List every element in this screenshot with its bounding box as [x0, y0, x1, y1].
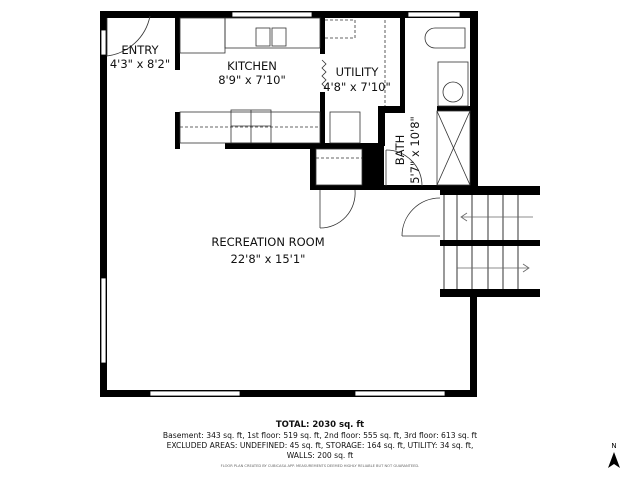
excluded-areas: EXCLUDED AREAS: UNDEFINED: 45 sq. ft, ST…: [166, 441, 474, 450]
room-name-recreation: RECREATION ROOM: [211, 235, 324, 249]
room-size-bath: 5'7" x 10'8": [408, 116, 422, 184]
room-size-recreation: 22'8" x 15'1": [231, 252, 306, 266]
north-arrow-icon: N: [608, 442, 620, 468]
room-name-bath: BATH: [393, 135, 407, 166]
compass-label: N: [611, 442, 616, 450]
stairs: [443, 195, 533, 289]
room-name-kitchen: KITCHEN: [227, 59, 277, 73]
room-size-utility: 4'8" x 7'10": [323, 80, 391, 94]
total-area: TOTAL: 2030 sq. ft: [275, 420, 365, 430]
room-size-kitchen: 8'9" x 7'10": [218, 73, 286, 87]
room-size-entry: 4'3" x 8'2": [110, 57, 170, 71]
fixtures: [106, 15, 533, 289]
walls-area: WALLS: 200 sq. ft: [286, 451, 354, 460]
windows: [100, 11, 461, 397]
room-name-utility: UTILITY: [336, 65, 380, 79]
floor-areas: Basement: 343 sq. ft, 1st floor: 519 sq.…: [162, 431, 478, 440]
credit-note: FLOOR PLAN CREATED BY CUBICASA APP. MEAS…: [220, 464, 420, 468]
room-labels: ENTRY 4'3" x 8'2" KITCHEN 8'9" x 7'10" U…: [110, 43, 422, 266]
room-name-entry: ENTRY: [121, 43, 159, 57]
